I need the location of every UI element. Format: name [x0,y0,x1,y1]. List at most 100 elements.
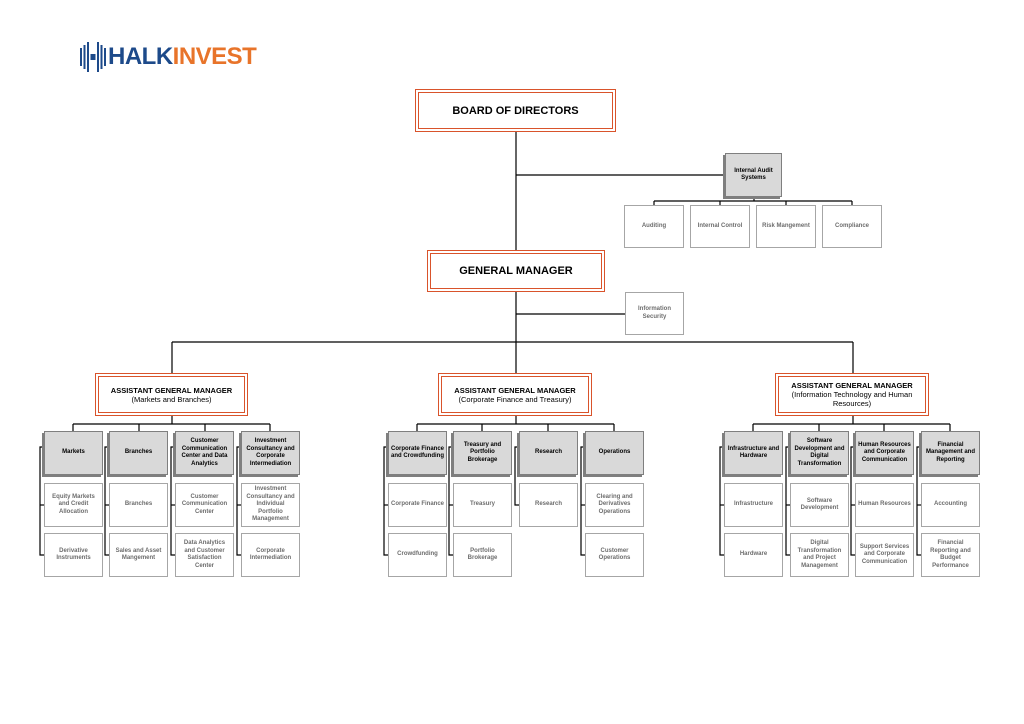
unit-box: Corporate Intermediation [241,533,300,577]
unit-box: Customer Operations [585,533,644,577]
dept-box: Operations [585,431,644,475]
unit-box: Branches [109,483,168,527]
audit-unit-internal-control: Internal Control [690,205,750,248]
unit-box: Digital Transformation and Project Manag… [790,533,849,577]
internal-audit-title: Internal Audit Systems [734,167,773,182]
dept-box: Treasury and Portfolio Brokerage [453,431,512,475]
board-of-directors-box: BOARD OF DIRECTORS [415,89,616,132]
unit-label: Support Services and Corporate Communica… [859,543,910,565]
agm-subtitle: (Information Technology and Human Resour… [791,390,913,408]
dept-label: Branches [124,449,153,456]
dept-box: Research [519,431,578,475]
audit-unit-label: Compliance [834,222,869,229]
agm-markets-branches-box: ASSISTANT GENERAL MANAGER (Markets and B… [95,373,248,416]
unit-label: Customer Operations [598,547,631,562]
unit-box: Clearing and Derivatives Operations [585,483,644,527]
unit-label: Human Resources [858,501,911,508]
dept-label: Financial Management and Reporting [925,441,975,463]
logo-wordmark: HALKINVEST [108,43,257,71]
dept-label: Markets [62,449,85,456]
dept-box: Markets [44,431,103,475]
dept-box: Branches [109,431,168,475]
unit-box: Financial Reporting and Budget Performan… [921,533,980,577]
unit-label: Branches [124,501,153,508]
dept-label: Treasury and Portfolio Brokerage [463,441,502,463]
unit-box: Crowdfunding [388,533,447,577]
unit-box: Infrastructure [724,483,783,527]
agm-subtitle: (Corporate Finance and Treasury) [458,394,572,404]
unit-box: Research [519,483,578,527]
unit-box: Data Analytics and Customer Satisfaction… [175,533,234,577]
agm-title: ASSISTANT GENERAL MANAGER [454,385,576,395]
unit-box: Customer Communication Center [175,483,234,527]
audit-unit-risk-management: Risk Mangement [756,205,816,248]
dept-box: Financial Management and Reporting [921,431,980,475]
dept-label: Operations [598,449,631,456]
unit-label: Infrastructure [733,501,773,508]
dept-box: Software Development and Digital Transfo… [790,431,849,475]
audit-unit-auditing: Auditing [624,205,684,248]
unit-label: Financial Reporting and Budget Performan… [930,540,971,569]
agm-title: ASSISTANT GENERAL MANAGER [110,385,233,395]
unit-label: Crowdfunding [397,551,438,558]
dept-box: Investment Consultancy and Corporate Int… [241,431,300,475]
unit-label: Accounting [934,501,967,508]
unit-label: Corporate Finance [391,501,445,508]
unit-label: Clearing and Derivatives Operations [596,493,633,515]
unit-label: Investment Consultancy and Individual Po… [246,486,295,523]
dept-label: Infrastructure and Hardware [727,445,780,460]
audit-unit-label: Internal Control [697,222,743,229]
unit-box: Investment Consultancy and Individual Po… [241,483,300,527]
unit-box: Sales and Asset Mangement [109,533,168,577]
audit-unit-label: Auditing [641,222,667,229]
audit-unit-label: Risk Mangement [762,222,810,229]
unit-label: Treasury [469,501,496,508]
internal-audit-box: Internal Audit Systems [725,153,782,197]
unit-label: Software Development [800,497,839,512]
dept-label: Investment Consultancy and Corporate Int… [246,438,295,467]
agm-subtitle: (Markets and Branches) [131,394,212,404]
unit-box: Corporate Finance [388,483,447,527]
unit-label: Sales and Asset Mangement [115,547,162,562]
dept-label: Research [534,449,563,456]
unit-label: Corporate Intermediation [249,547,292,562]
information-security-label: Information Security [638,306,671,320]
dept-label: Customer Communication Center and Data A… [181,438,228,467]
logo-text-invest: INVEST [172,43,257,70]
unit-box: Accounting [921,483,980,527]
dept-label: Human Resources and Corporate Communicat… [858,441,911,463]
information-security-box: Information Security [625,292,684,335]
agm-title: ASSISTANT GENERAL MANAGER [791,381,913,390]
unit-label: Hardware [739,551,768,558]
unit-box: Portfolio Brokerage [453,533,512,577]
halkinvest-logo: HALKINVEST [80,41,270,73]
general-manager-title: GENERAL MANAGER [459,265,573,277]
dept-label: Software Development and Digital Transfo… [794,438,845,467]
logo-text-halk: HALK [108,43,173,70]
unit-box: Hardware [724,533,783,577]
unit-box: Equity Markets and Credit Allocation [44,483,103,527]
unit-label: Digital Transformation and Project Manag… [797,540,842,569]
dept-box: Corporate Finance and Crowdfunding [388,431,447,475]
unit-label: Data Analytics and Customer Satisfaction… [183,540,226,569]
dept-label: Corporate Finance and Crowdfunding [391,445,445,460]
unit-box: Derivative Instruments [44,533,103,577]
dept-box: Infrastructure and Hardware [724,431,783,475]
halkinvest-emblem-icon [80,42,106,72]
unit-box: Human Resources [855,483,914,527]
unit-label: Equity Markets and Credit Allocation [52,493,95,515]
unit-label: Derivative Instruments [56,547,91,562]
agm-corporate-finance-box: ASSISTANT GENERAL MANAGER (Corporate Fin… [438,373,592,416]
unit-box: Treasury [453,483,512,527]
board-title: BOARD OF DIRECTORS [452,104,579,117]
unit-label: Research [534,501,563,508]
unit-label: Customer Communication Center [181,493,228,515]
agm-it-hr-box: ASSISTANT GENERAL MANAGER (Information T… [775,373,929,416]
unit-box: Software Development [790,483,849,527]
unit-box: Support Services and Corporate Communica… [855,533,914,577]
unit-label: Portfolio Brokerage [467,547,498,562]
general-manager-box: GENERAL MANAGER [427,250,605,292]
dept-box: Human Resources and Corporate Communicat… [855,431,914,475]
audit-unit-compliance: Compliance [822,205,882,248]
